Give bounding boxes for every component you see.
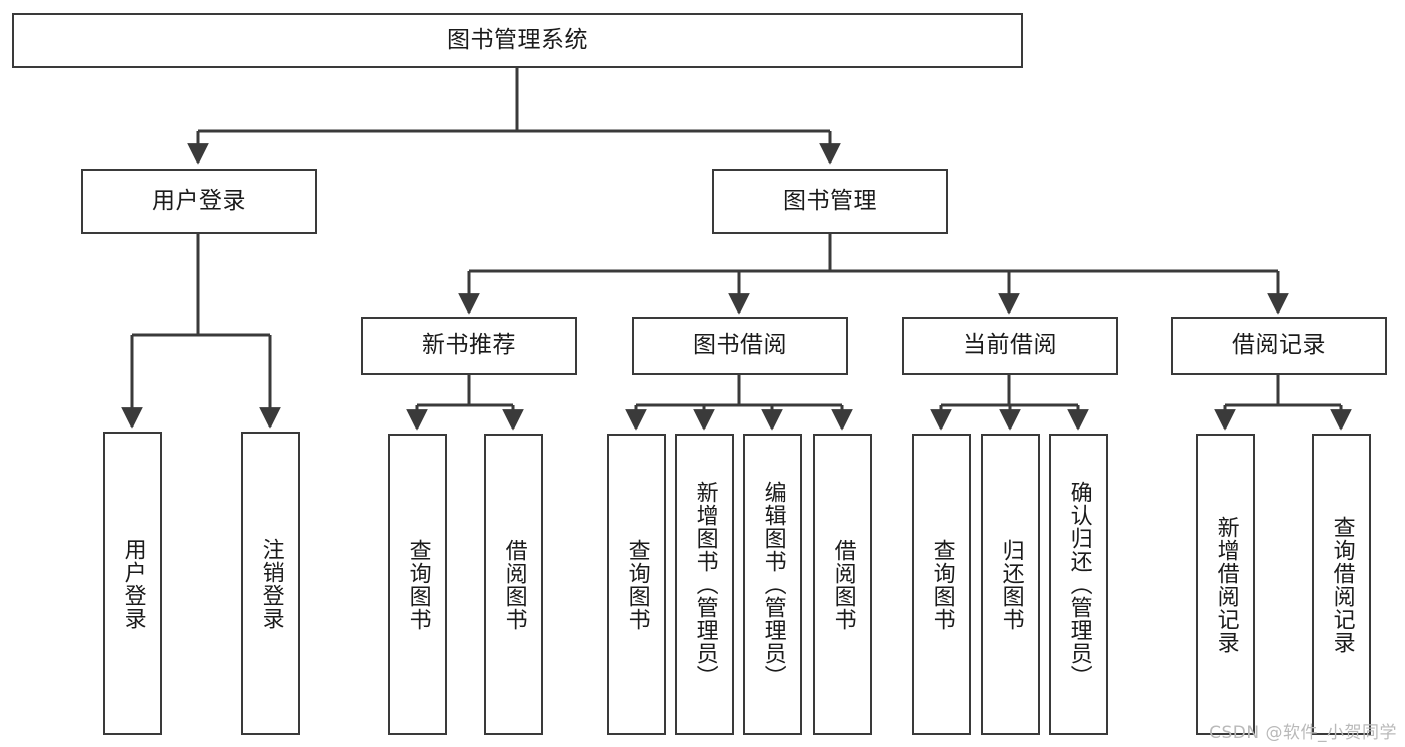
node-leaf-borrow-book-1[interactable]: 借阅图书: [484, 434, 543, 735]
node-leaf-edit-book[interactable]: 编辑图书（管理员）: [743, 434, 802, 735]
node-leaf-add-book[interactable]: 新增图书（管理员）: [675, 434, 734, 735]
node-leaf-return-book[interactable]: 归还图书: [981, 434, 1040, 735]
node-user-login-label: 用户登录: [152, 187, 246, 214]
node-leaf-confirm-return[interactable]: 确认归还（管理员）: [1049, 434, 1108, 735]
node-leaf-add-book-label: 新增图书（管理员）: [692, 481, 718, 688]
node-book-borrow-label: 图书借阅: [693, 332, 787, 359]
node-new-book-rec[interactable]: 新书推荐: [361, 317, 577, 375]
node-leaf-query-book-2[interactable]: 查询图书: [607, 434, 666, 735]
node-borrow-record[interactable]: 借阅记录: [1171, 317, 1387, 375]
node-borrow-record-label: 借阅记录: [1232, 332, 1326, 359]
node-leaf-query-book-2-label: 查询图书: [624, 538, 650, 631]
node-book-borrow[interactable]: 图书借阅: [632, 317, 848, 375]
node-leaf-edit-book-label: 编辑图书（管理员）: [760, 481, 786, 688]
node-user-login[interactable]: 用户登录: [81, 169, 317, 234]
node-leaf-user-login[interactable]: 用户登录: [103, 432, 162, 735]
node-leaf-confirm-return-label: 确认归还（管理员）: [1066, 481, 1092, 688]
node-leaf-add-record[interactable]: 新增借阅记录: [1196, 434, 1255, 735]
node-new-book-rec-label: 新书推荐: [422, 332, 516, 359]
node-current-borrow[interactable]: 当前借阅: [902, 317, 1118, 375]
node-leaf-query-record[interactable]: 查询借阅记录: [1312, 434, 1371, 735]
node-leaf-query-book-1-label: 查询图书: [405, 538, 431, 631]
node-root[interactable]: 图书管理系统: [12, 13, 1023, 68]
node-leaf-logout-label: 注销登录: [258, 537, 284, 630]
node-leaf-query-book-1[interactable]: 查询图书: [388, 434, 447, 735]
node-leaf-borrow-book-1-label: 借阅图书: [501, 538, 527, 631]
node-leaf-user-login-label: 用户登录: [120, 537, 146, 630]
node-leaf-borrow-book-2[interactable]: 借阅图书: [813, 434, 872, 735]
node-leaf-query-book-3-label: 查询图书: [929, 538, 955, 631]
node-book-manage-label: 图书管理: [783, 187, 877, 214]
node-leaf-query-record-label: 查询借阅记录: [1329, 515, 1355, 654]
node-leaf-query-book-3[interactable]: 查询图书: [912, 434, 971, 735]
node-book-manage[interactable]: 图书管理: [712, 169, 948, 234]
node-leaf-add-record-label: 新增借阅记录: [1213, 515, 1239, 654]
node-leaf-borrow-book-2-label: 借阅图书: [830, 538, 856, 631]
node-current-borrow-label: 当前借阅: [963, 332, 1057, 359]
csdn-watermark: CSDN @软件_小贺同学: [1209, 723, 1397, 743]
node-leaf-return-book-label: 归还图书: [998, 538, 1024, 631]
node-leaf-logout[interactable]: 注销登录: [241, 432, 300, 735]
node-root-label: 图书管理系统: [447, 26, 588, 53]
